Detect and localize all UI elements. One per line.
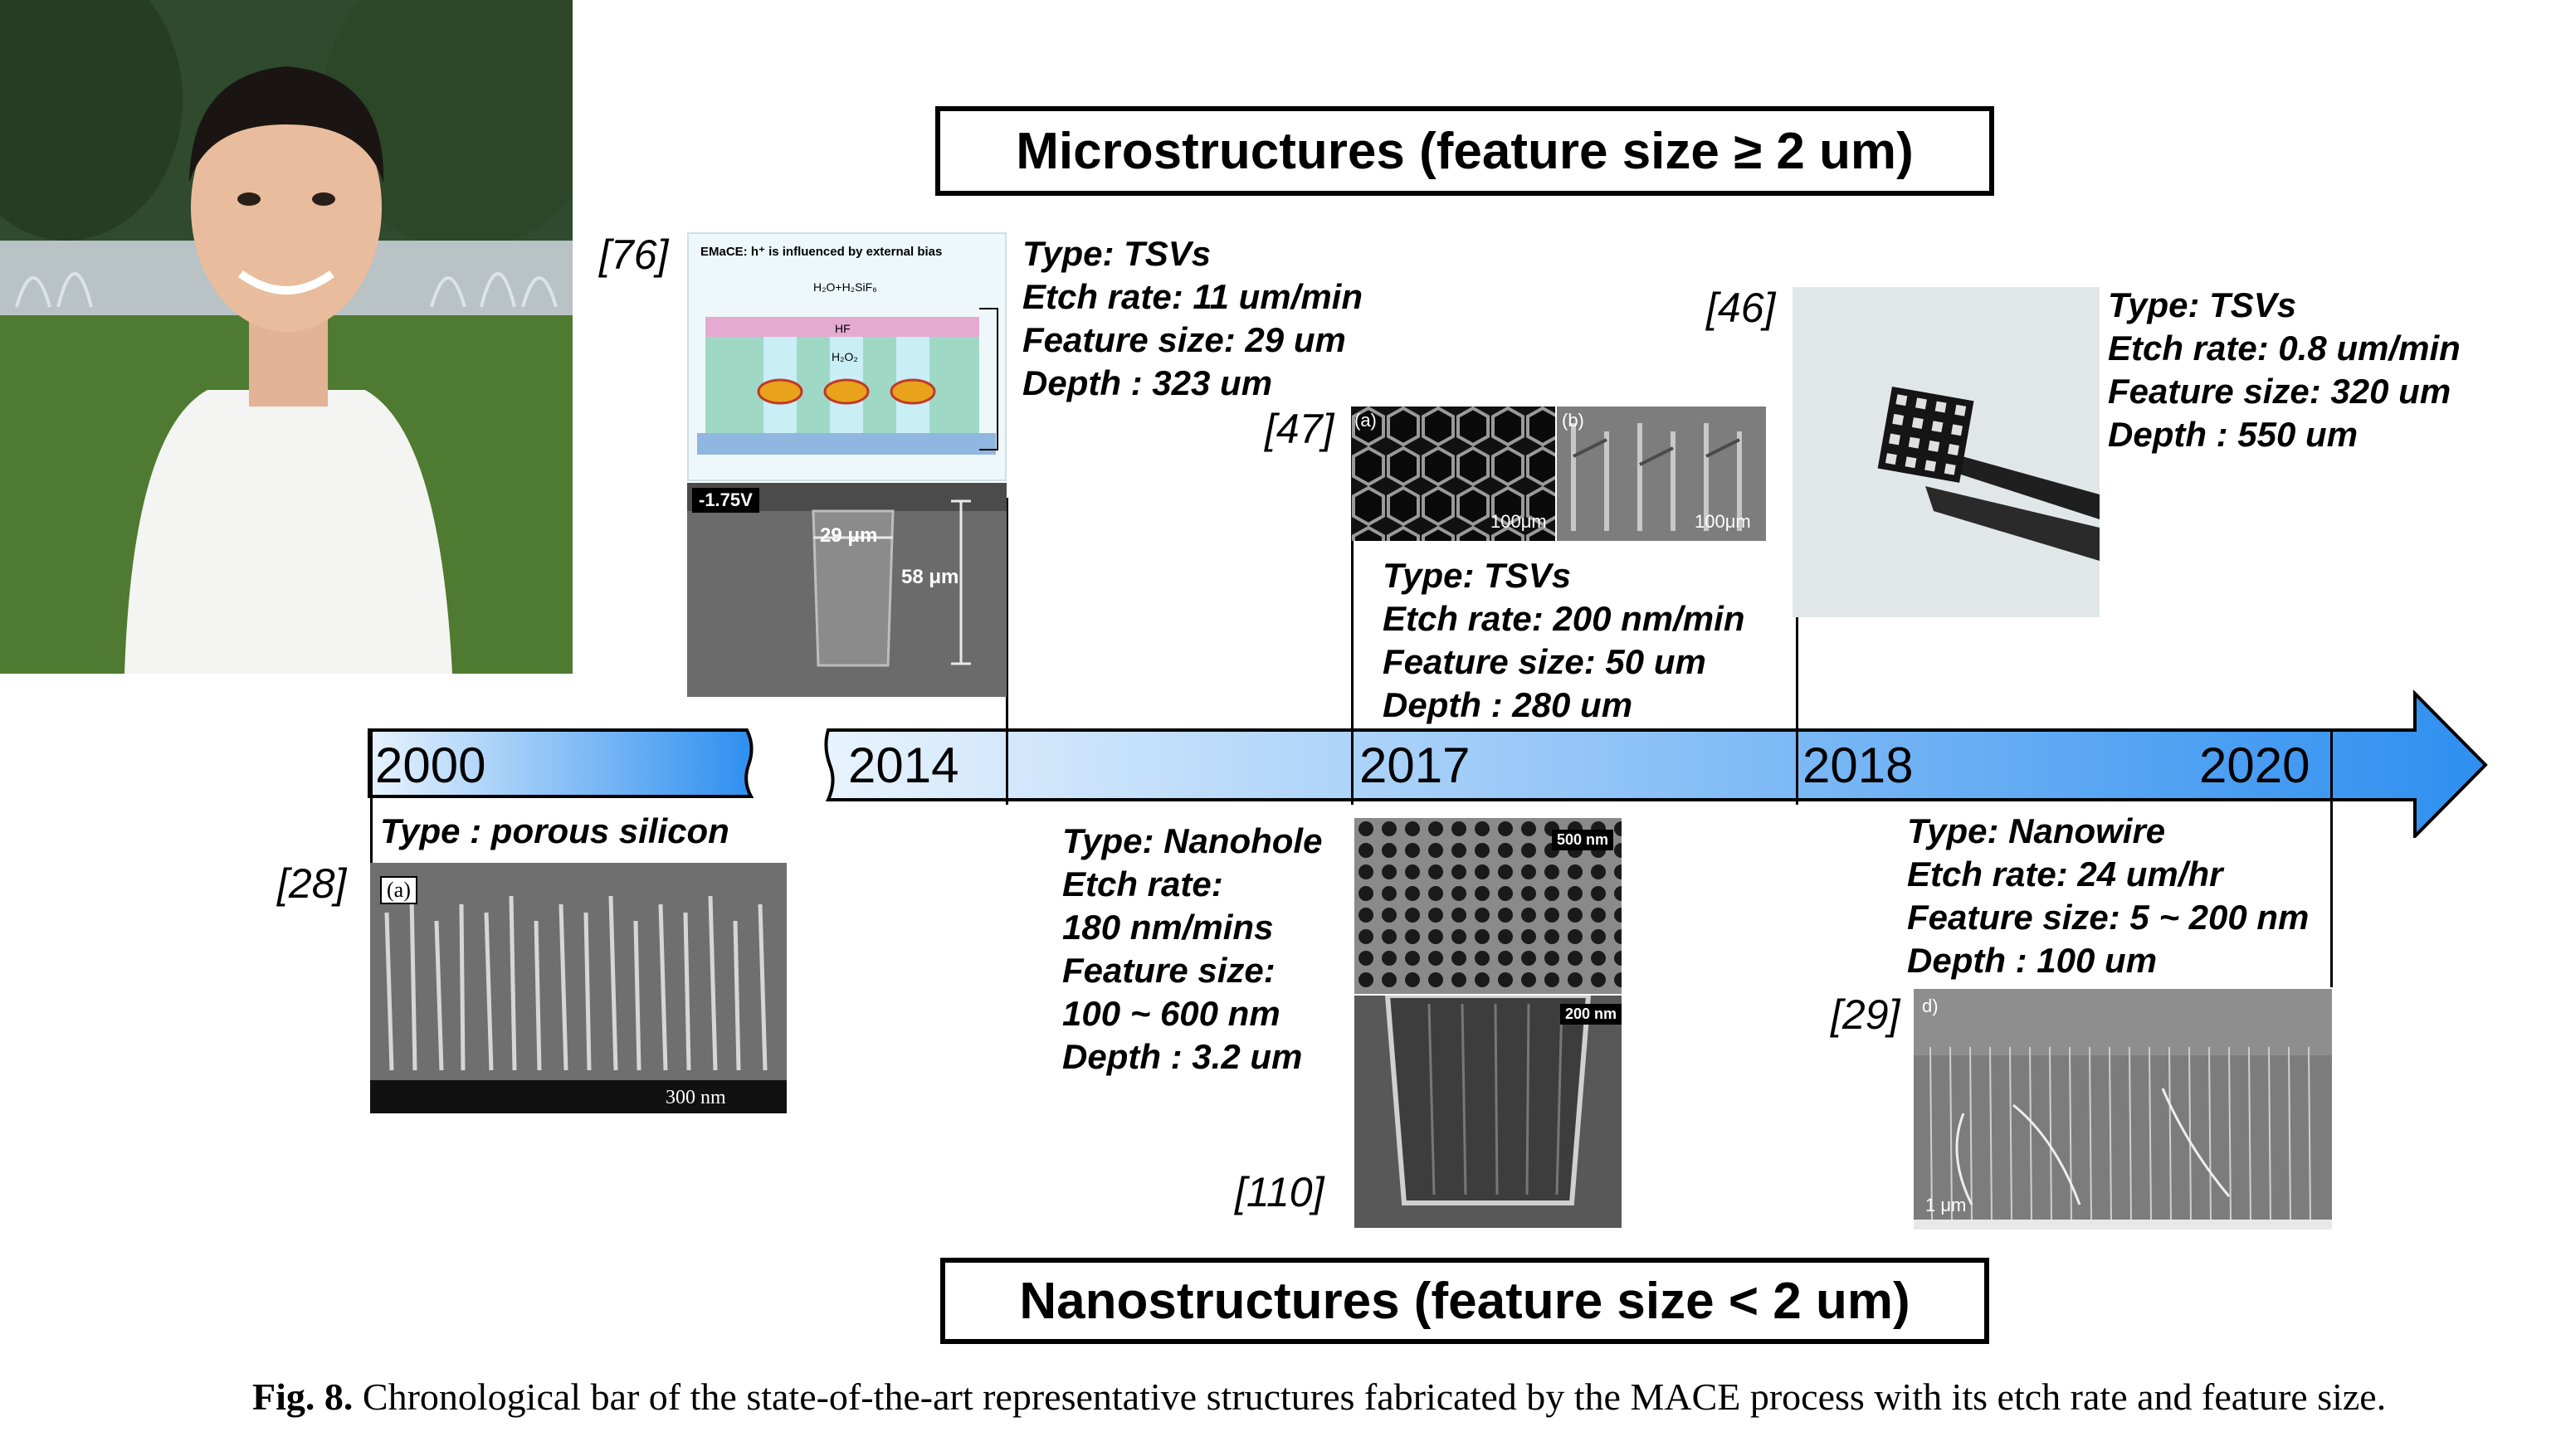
ref-29: [29]: [1831, 991, 1900, 1038]
entry-28-type: Type : porous silicon: [380, 811, 729, 850]
entry-29-rate: Etch rate: 24 um/hr: [1907, 855, 2223, 894]
entry-47-rate: Etch rate: 200 nm/min: [1383, 599, 1745, 638]
caption-label: Fig. 8.: [252, 1376, 354, 1418]
emace-schematic-image: EMaCE: h⁺ is influenced by external bias…: [687, 232, 1007, 481]
year-2000: 2000: [375, 738, 486, 793]
entry-29-type: Type: Nanowire: [1907, 811, 2166, 850]
year-2018: 2018: [1802, 738, 1914, 793]
entry-46-info: Type: TSVs Etch rate: 0.8 um/min Feature…: [2108, 284, 2461, 456]
honeycomb-sem-image-b: (b) 100μm: [1557, 407, 1766, 541]
entry-76-rate: Etch rate: 11 um/min: [1022, 277, 1363, 316]
panel-d-label: d): [1922, 996, 1939, 1016]
connector-2017: [1351, 407, 1354, 805]
entry-46-size: Feature size: 320 um: [2108, 372, 2451, 411]
nanostructures-header: Nanostructures (feature size < 2 um): [940, 1258, 1989, 1344]
connector-2020: [2330, 728, 2333, 987]
entry-46-type: Type: TSVs: [2108, 285, 2297, 324]
scale-200nm: 200 nm: [1560, 1004, 1622, 1025]
width-label-29: 29 μm: [820, 524, 878, 547]
year-2014: 2014: [848, 738, 959, 793]
entry-110-size-label: Feature size:: [1062, 951, 1276, 990]
entry-29-size: Feature size: 5 ~ 200 nm: [1907, 898, 2310, 937]
ref-76: [76]: [599, 231, 669, 278]
ref-110: [110]: [1235, 1169, 1324, 1215]
scale-100um-b: 100μm: [1695, 511, 1751, 532]
year-2017: 2017: [1359, 738, 1471, 793]
porous-silicon-sem-image: (a) 300 nm: [370, 863, 787, 1113]
entry-47-depth: Depth : 280 um: [1383, 685, 1633, 724]
ref-47: [47]: [1265, 406, 1334, 452]
entry-28-info: Type : porous silicon: [380, 810, 729, 853]
chem-label-2: HF: [835, 322, 851, 335]
depth-label-58: 58 μm: [901, 566, 959, 588]
panel-a-label: (a): [1354, 410, 1377, 431]
entry-47-size: Feature size: 50 um: [1383, 642, 1706, 681]
ref-46: [46]: [1706, 285, 1776, 331]
emace-title: EMaCE: h⁺ is influenced by external bias: [700, 245, 943, 259]
entry-47-info: Type: TSVs Etch rate: 200 nm/min Feature…: [1383, 554, 1744, 727]
scale-500nm: 500 nm: [1552, 830, 1614, 850]
tsv-sem-image-76: -1.75V 29 μm 58 μm: [687, 483, 1007, 697]
connector-2014: [1006, 498, 1008, 805]
chem-label-3: H₂O₂: [832, 350, 858, 363]
entry-29-info: Type: Nanowire Etch rate: 24 um/hr Featu…: [1907, 810, 2309, 982]
microstructures-header-text: Microstructures (feature size ≥ 2 um): [1016, 122, 1914, 180]
nanowire-sem-image: d) 1 μm: [1914, 989, 2332, 1230]
year-2020: 2020: [2199, 738, 2310, 793]
portrait-photo: [0, 0, 573, 674]
chem-label-1: H₂O+H₂SiF₆: [813, 280, 877, 294]
microstructures-header: Microstructures (feature size ≥ 2 um): [935, 106, 1994, 196]
figure-caption: Fig. 8. Chronological bar of the state-o…: [252, 1374, 2536, 1420]
voltage-label: -1.75V: [692, 488, 759, 513]
entry-46-depth: Depth : 550 um: [2108, 415, 2358, 454]
nanohole-sem-top-image: 500 nm: [1354, 818, 1622, 994]
scale-300nm: 300 nm: [666, 1087, 726, 1108]
entry-76-size: Feature size: 29 um: [1022, 320, 1346, 359]
entry-76-depth: Depth : 323 um: [1022, 363, 1273, 402]
entry-76-info: Type: TSVs Etch rate: 11 um/min Feature …: [1022, 232, 1363, 405]
panel-b-label: (b): [1562, 410, 1584, 431]
entry-110-info: Type: Nanohole Etch rate: 180 nm/mins Fe…: [1062, 820, 1322, 1079]
honeycomb-sem-image-a: (a) 100μm: [1351, 407, 1555, 541]
scale-1um: 1 μm: [1925, 1195, 1967, 1215]
nanostructures-header-text: Nanostructures (feature size < 2 um): [1019, 1272, 1910, 1330]
entry-76-type: Type: TSVs: [1022, 234, 1212, 273]
entry-47-type: Type: TSVs: [1383, 556, 1572, 595]
entry-110-rate-value: 180 nm/mins: [1062, 908, 1274, 947]
timeline-arrow: [368, 689, 2488, 838]
scale-100um-a: 100μm: [1490, 511, 1547, 532]
entry-110-type: Type: Nanohole: [1062, 821, 1323, 860]
tsv-chip-photo-46: [1793, 287, 2100, 617]
ref-28: [28]: [277, 860, 347, 907]
entry-110-size-value: 100 ~ 600 nm: [1062, 994, 1280, 1033]
entry-29-depth: Depth : 100 um: [1907, 941, 2158, 980]
entry-110-rate-label: Etch rate:: [1062, 864, 1223, 903]
caption-text: Chronological bar of the state-of-the-ar…: [353, 1376, 2387, 1418]
nanohole-sem-cross-image: 200 nm: [1354, 996, 1622, 1228]
entry-110-depth: Depth : 3.2 um: [1062, 1037, 1303, 1076]
entry-46-rate: Etch rate: 0.8 um/min: [2108, 329, 2461, 368]
panel-a28-label: (a): [380, 876, 417, 904]
